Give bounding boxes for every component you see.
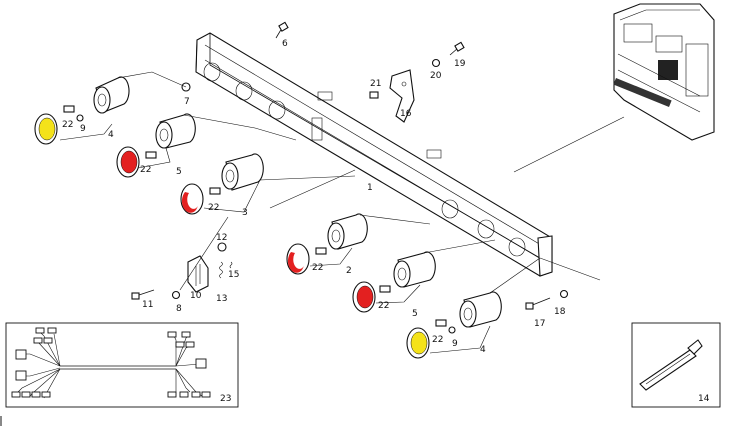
lamp-housing-lower-1 <box>327 213 368 250</box>
bulbs-and-fasteners <box>63 58 569 334</box>
rear-cross-beam <box>195 32 553 277</box>
tool-inset <box>631 322 721 408</box>
label-part-11: 11 <box>142 300 153 310</box>
label-part-22-e: 22 <box>378 301 389 311</box>
label-part-3: 3 <box>242 208 248 218</box>
label-part-4-lower: 4 <box>480 345 486 355</box>
part-number-labels: 1 2 3 4 4 5 5 6 7 8 9 9 10 11 12 13 14 1… <box>62 39 710 404</box>
label-part-18: 18 <box>554 307 566 317</box>
red-lens-lower-partial <box>286 243 310 275</box>
spring <box>219 261 233 279</box>
label-part-12: 12 <box>216 233 227 243</box>
label-part-2: 2 <box>346 266 352 276</box>
vehicle-rear-illustration <box>613 3 715 141</box>
label-part-1: 1 <box>367 183 373 193</box>
label-part-22-f: 22 <box>432 335 443 345</box>
red-lens-lower <box>352 281 376 313</box>
lamp-housing-upper-3 <box>221 153 264 191</box>
red-lens-upper <box>116 146 140 178</box>
label-part-16: 16 <box>400 109 412 119</box>
label-part-20: 20 <box>430 71 442 81</box>
label-part-21: 21 <box>370 79 381 89</box>
bracket <box>389 69 415 123</box>
amber-lens-lower <box>406 327 430 359</box>
label-part-5-lower: 5 <box>412 309 418 319</box>
label-part-8: 8 <box>176 304 182 314</box>
label-part-4-upper: 4 <box>108 130 114 140</box>
label-part-9-lower: 9 <box>452 339 458 349</box>
label-part-22-d: 22 <box>312 263 323 273</box>
lamp-housing-upper-2 <box>155 113 196 149</box>
label-part-15: 15 <box>228 270 239 280</box>
wiring-harness-inset <box>5 322 239 408</box>
label-part-22-c: 22 <box>208 203 219 213</box>
amber-lens-upper <box>34 113 58 145</box>
label-part-17: 17 <box>534 319 545 329</box>
label-part-7: 7 <box>184 97 190 107</box>
label-part-22-b: 22 <box>140 165 151 175</box>
connector-block <box>187 255 209 293</box>
lamp-housing-lower-2 <box>393 251 436 288</box>
leader-lines <box>59 71 625 354</box>
label-part-22-a: 22 <box>62 120 73 130</box>
label-part-5-upper: 5 <box>176 167 182 177</box>
lamp-housing-upper-1 <box>93 76 130 114</box>
label-part-14: 14 <box>698 394 710 404</box>
lamp-housing-lower-3 <box>459 291 502 328</box>
red-lens-upper-partial <box>180 183 204 215</box>
label-part-9-upper: 9 <box>80 124 86 134</box>
label-part-13: 13 <box>216 294 227 304</box>
label-part-6: 6 <box>282 39 288 49</box>
label-part-19: 19 <box>454 59 466 69</box>
label-part-10: 10 <box>190 291 202 301</box>
bolts <box>131 21 551 310</box>
label-part-23: 23 <box>220 394 231 404</box>
